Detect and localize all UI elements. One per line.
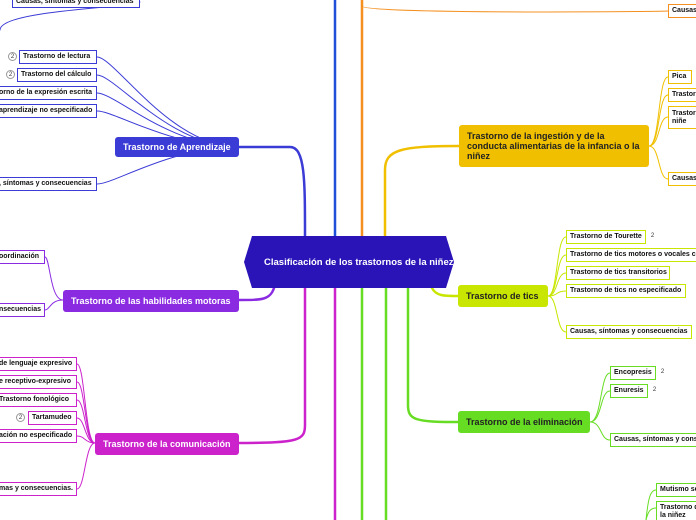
leaf-motoras-0[interactable]: oordinación xyxy=(0,250,45,264)
central-topic-title: Clasificación de los trastornos de la ni… xyxy=(264,256,535,268)
badge-aprendizaje-1[interactable]: 2 xyxy=(6,70,15,79)
badge-aprendizaje-0[interactable]: 2 xyxy=(8,52,17,61)
leaf-eliminacion-2[interactable]: Causas, síntomas y conse xyxy=(610,433,696,447)
branch-aprendizaje[interactable]: Trastorno de Aprendizaje xyxy=(115,137,239,157)
link-tics-leaf-3 xyxy=(547,290,567,297)
link-tics-leaf-4 xyxy=(547,295,567,333)
central-topic-shape xyxy=(244,236,454,288)
link-motoras-leaf-1 xyxy=(44,299,64,311)
leaf-ingestion-3[interactable]: Causas xyxy=(668,172,696,186)
link-tics-leaf-2 xyxy=(547,272,567,297)
leaf-ingestion-2[interactable]: Trastor la niñe xyxy=(668,106,696,129)
leaf-tics-1[interactable]: Trastorno de tics motores o vocales c xyxy=(566,248,696,262)
link-comunicacion-leaf-2 xyxy=(76,399,96,444)
link-aprendizaje xyxy=(237,145,307,238)
link-eliminacion-leaf-0 xyxy=(589,372,611,423)
branch-comunicacion[interactable]: Trastorno de la comunicación xyxy=(95,433,239,455)
link-comunicacion xyxy=(237,286,307,445)
leaf-ingestion-0[interactable]: Pica xyxy=(668,70,692,84)
leaf-bottom-0[interactable]: Mutismo se xyxy=(656,483,696,497)
link-ingestion-leaf-0 xyxy=(648,76,669,147)
leaf-bottom-1[interactable]: Trastorno d la niñez xyxy=(656,501,696,520)
badge-tics-0[interactable]: 2 xyxy=(648,232,657,241)
leaf-motoras-1[interactable]: nsecuencias xyxy=(0,303,45,317)
leaf-aprendizaje-3[interactable]: aprendizaje no especificado xyxy=(0,104,97,118)
link-eliminacion xyxy=(406,286,460,424)
leaf-comunicacion-4[interactable]: ación no especificado xyxy=(0,429,77,443)
leaf-comunicacion-3[interactable]: Tartamudeo xyxy=(28,411,77,425)
link-comunicacion-leaf-3 xyxy=(76,417,96,444)
leaf-comunicacion-0[interactable]: de lenguaje expresivo xyxy=(0,357,77,371)
link-top-right-leaf xyxy=(361,5,669,13)
branch-ingestion[interactable]: Trastorno de la ingestión y de la conduc… xyxy=(459,125,649,167)
leaf-tics-0[interactable]: Trastorno de Tourette xyxy=(566,230,646,244)
link-tics xyxy=(430,286,460,298)
leaf-top-left-causas[interactable]: Causas, síntomas y consecuencias xyxy=(12,0,140,8)
link-ingestion-leaf-2 xyxy=(648,116,669,147)
leaf-comunicacion-2[interactable]: Trastorno fonológico xyxy=(0,393,77,407)
link-eliminacion-leaf-2 xyxy=(589,421,611,441)
leaf-top-right-causas[interactable]: Causas xyxy=(668,4,696,18)
central-topic-hexagon xyxy=(244,236,454,288)
leaf-tics-2[interactable]: Trastorno de tics transitorios xyxy=(566,266,670,280)
link-ingestion-leaf-1 xyxy=(648,94,669,147)
link-tics-leaf-0 xyxy=(547,236,567,297)
leaf-aprendizaje-2[interactable]: orno de la expresión escrita xyxy=(0,86,97,100)
badge-comunicacion-3[interactable]: 2 xyxy=(16,413,25,422)
link-bottom-leaf-1 xyxy=(645,507,657,520)
leaf-ingestion-1[interactable]: Trastor xyxy=(668,88,696,102)
leaf-tics-3[interactable]: Trastorno de tics no especificado xyxy=(566,284,686,298)
branch-motoras[interactable]: Trastorno de las habilidades motoras xyxy=(63,290,239,312)
leaf-aprendizaje-1[interactable]: Trastorno del cálculo xyxy=(17,68,97,82)
link-motoras-leaf-0 xyxy=(44,256,64,301)
leaf-comunicacion-5[interactable]: mas y consecuencias. xyxy=(0,482,77,496)
link-eliminacion-leaf-1 xyxy=(589,390,611,423)
branch-eliminacion[interactable]: Trastorno de la eliminación xyxy=(458,411,590,433)
link-comunicacion-leaf-5 xyxy=(76,442,96,490)
leaf-aprendizaje-4[interactable]: , síntomas y consecuencias xyxy=(0,177,97,191)
link-motoras xyxy=(237,286,276,302)
leaf-tics-4[interactable]: Causas, síntomas y consecuencias xyxy=(566,325,692,339)
leaf-eliminacion-1[interactable]: Enuresis xyxy=(610,384,648,398)
badge-eliminacion-1[interactable]: 2 xyxy=(650,386,659,395)
link-ingestion xyxy=(383,144,461,238)
leaf-eliminacion-0[interactable]: Encopresis xyxy=(610,366,656,380)
branch-tics[interactable]: Trastorno de tics xyxy=(458,285,548,307)
badge-eliminacion-0[interactable]: 2 xyxy=(658,368,667,377)
link-ingestion-leaf-3 xyxy=(648,145,669,180)
link-comunicacion-leaf-4 xyxy=(76,435,96,444)
leaf-aprendizaje-0[interactable]: Trastorno de lectura xyxy=(19,50,97,64)
leaf-comunicacion-1[interactable]: e receptivo-expresivo xyxy=(0,375,77,389)
link-tics-leaf-1 xyxy=(547,254,567,297)
central-topic[interactable]: Clasificación de los trastornos de la ni… xyxy=(244,236,535,288)
link-comunicacion-leaf-1 xyxy=(76,381,96,444)
link-bottom-leaf-0 xyxy=(645,489,657,520)
